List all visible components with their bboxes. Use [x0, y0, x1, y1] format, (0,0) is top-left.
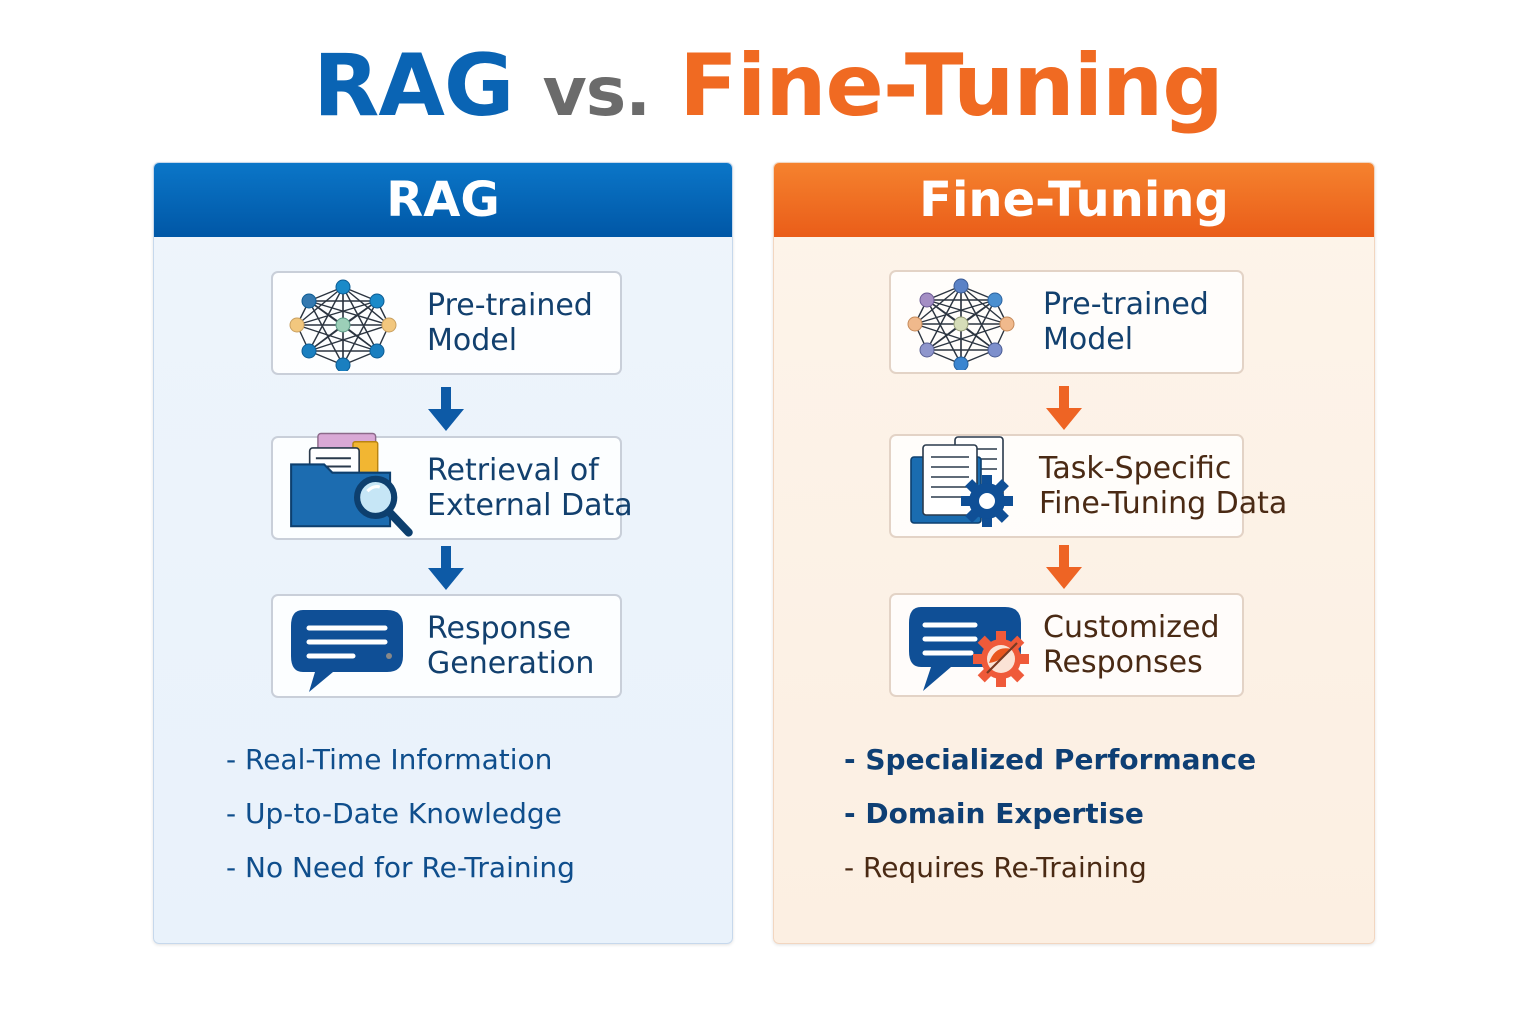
step-label: Task-Specific Fine-Tuning Data [1039, 451, 1288, 521]
neural-network-icon [907, 278, 1015, 370]
ft-step-task-specific-data: Task-Specific Fine-Tuning Data [889, 434, 1287, 538]
documents-gear-icon [910, 436, 1013, 527]
folder-search-icon [290, 432, 413, 537]
chat-gear-icon [909, 607, 1029, 691]
step-label: Response Generation [427, 611, 595, 681]
page-title: RAG vs. Fine-Tuning [0, 36, 1536, 143]
bullet-item: - Up-to-Date Knowledge [226, 797, 562, 830]
fine-tuning-benefits-list: - Specialized Performance - Domain Exper… [844, 733, 1256, 895]
rag-panel-header: RAG [154, 163, 732, 237]
step-label: Customized Responses [1043, 610, 1220, 680]
rag-panel: RAG [153, 162, 733, 944]
bullet-item: - Domain Expertise [844, 797, 1144, 830]
arrow-down-icon [1046, 386, 1082, 430]
bullet-item: - No Need for Re-Training [226, 851, 575, 884]
step-label: Pre-trained Model [427, 288, 593, 358]
arrow-down-icon [1046, 545, 1082, 589]
bullet-item: - Specialized Performance [844, 743, 1257, 776]
step-label: Retrieval of External Data [427, 453, 633, 523]
step-label: Pre-trained Model [1043, 287, 1209, 357]
fine-tuning-panel-header: Fine-Tuning [774, 163, 1374, 237]
ft-step-pretrained-model: Pre-trained Model [889, 270, 1244, 374]
rag-step-pretrained-model: Pre-trained Model [271, 271, 622, 375]
title-fine-tuning: Fine-Tuning [679, 36, 1224, 136]
arrow-down-icon [428, 387, 464, 431]
chat-bubble-icon [291, 610, 403, 692]
bullet-item: - Requires Re-Training [844, 851, 1147, 884]
fine-tuning-panel: Fine-Tuning [773, 162, 1375, 944]
rag-benefits-list: - Real-Time Information - Up-to-Date Kno… [226, 733, 575, 895]
bullet-item: - Real-Time Information [226, 743, 553, 776]
ft-step-customized-responses: Customized Responses [889, 593, 1244, 697]
title-vs: vs. [542, 53, 651, 132]
title-rag: RAG [313, 36, 514, 136]
rag-step-response-generation: Response Generation [271, 594, 622, 698]
arrow-down-icon [428, 546, 464, 590]
neural-network-icon [289, 279, 397, 371]
rag-step-retrieval: Retrieval of External Data [271, 432, 633, 540]
